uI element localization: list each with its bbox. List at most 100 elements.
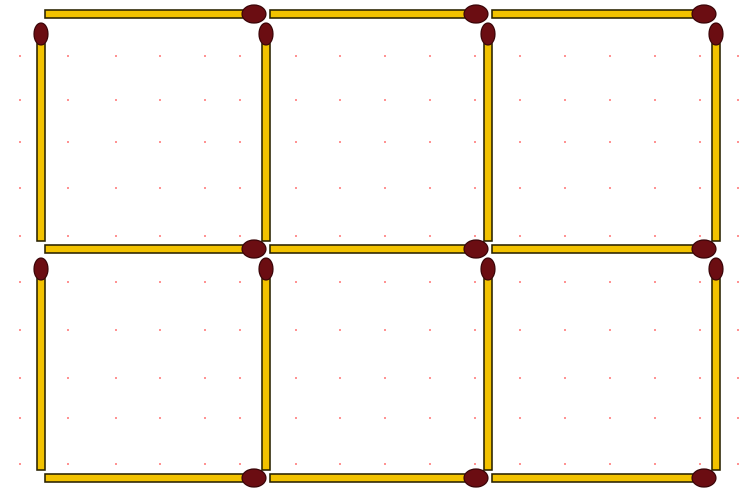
match-head xyxy=(242,5,266,23)
guide-dot xyxy=(474,187,476,189)
guide-dot xyxy=(429,281,431,283)
guide-dot xyxy=(609,377,611,379)
guide-dot xyxy=(564,141,566,143)
guide-dot xyxy=(239,463,241,465)
guide-dot xyxy=(699,55,701,57)
guide-dot xyxy=(564,55,566,57)
guide-dot xyxy=(295,141,297,143)
guide-dot xyxy=(295,281,297,283)
guide-dot xyxy=(115,377,117,379)
guide-dot xyxy=(295,417,297,419)
match-head xyxy=(692,469,716,487)
guide-dot xyxy=(339,281,341,283)
match-head xyxy=(481,23,495,45)
guide-dot xyxy=(295,329,297,331)
guide-dot xyxy=(519,55,521,57)
guide-dot xyxy=(115,329,117,331)
guide-dot xyxy=(699,281,701,283)
guide-dot xyxy=(737,329,739,331)
guide-dot xyxy=(429,141,431,143)
guide-dot xyxy=(67,99,69,101)
match-head xyxy=(481,258,495,280)
guide-dot xyxy=(737,417,739,419)
guide-dot xyxy=(204,235,206,237)
guide-dot xyxy=(609,55,611,57)
guide-dot xyxy=(474,141,476,143)
matchstick-body xyxy=(45,10,256,18)
guide-dot xyxy=(204,417,206,419)
guide-dot xyxy=(239,187,241,189)
guide-dot xyxy=(19,463,21,465)
guide-dot xyxy=(115,187,117,189)
guide-dot xyxy=(339,377,341,379)
guide-dot xyxy=(19,377,21,379)
guide-dot xyxy=(699,187,701,189)
guide-dot xyxy=(19,417,21,419)
guide-dot xyxy=(159,417,161,419)
guide-dot xyxy=(384,417,386,419)
guide-dot xyxy=(474,377,476,379)
guide-dot xyxy=(609,463,611,465)
guide-dot xyxy=(67,329,69,331)
guide-dot xyxy=(519,99,521,101)
guide-dot xyxy=(609,235,611,237)
guide-dot xyxy=(564,463,566,465)
guide-dot xyxy=(339,235,341,237)
guide-dot xyxy=(115,55,117,57)
guide-dot xyxy=(654,329,656,331)
guide-dot xyxy=(429,329,431,331)
guide-dot xyxy=(564,99,566,101)
guide-dot xyxy=(519,235,521,237)
guide-dot xyxy=(295,235,297,237)
matchstick-body xyxy=(484,273,492,470)
guide-dot xyxy=(159,187,161,189)
guide-dot xyxy=(19,55,21,57)
matchstick-body xyxy=(270,245,478,253)
match-head xyxy=(34,23,48,45)
guide-dot xyxy=(339,141,341,143)
guide-dot xyxy=(159,55,161,57)
matchstick-body xyxy=(37,38,45,241)
guide-dot xyxy=(609,281,611,283)
guide-dot xyxy=(737,463,739,465)
guide-dot xyxy=(159,99,161,101)
match-head xyxy=(464,240,488,258)
guide-dot xyxy=(19,187,21,189)
guide-dot xyxy=(159,377,161,379)
guide-dot xyxy=(699,329,701,331)
matchstick-body xyxy=(270,10,478,18)
guide-dot xyxy=(564,281,566,283)
match-head xyxy=(259,23,273,45)
guide-dot xyxy=(204,55,206,57)
guide-dot xyxy=(519,187,521,189)
guide-dot xyxy=(204,99,206,101)
guide-dot xyxy=(564,329,566,331)
guide-dot xyxy=(474,99,476,101)
guide-dot xyxy=(699,463,701,465)
guide-dot xyxy=(115,99,117,101)
guide-dot xyxy=(519,417,521,419)
matchstick-body xyxy=(37,273,45,470)
guide-dot xyxy=(699,417,701,419)
matchstick-body xyxy=(270,474,478,482)
guide-dot xyxy=(429,377,431,379)
guide-dot xyxy=(737,141,739,143)
guide-dot xyxy=(384,329,386,331)
guide-dot xyxy=(115,417,117,419)
matchstick-body xyxy=(492,10,706,18)
guide-dot xyxy=(295,99,297,101)
guide-dot xyxy=(239,99,241,101)
guide-dot xyxy=(429,187,431,189)
guide-dot xyxy=(654,55,656,57)
guide-dot xyxy=(654,235,656,237)
guide-dot xyxy=(204,329,206,331)
guide-dot xyxy=(654,99,656,101)
guide-dot xyxy=(474,417,476,419)
guide-dot xyxy=(339,417,341,419)
guide-dot xyxy=(204,141,206,143)
guide-dot xyxy=(295,463,297,465)
guide-dot xyxy=(295,377,297,379)
guide-dot xyxy=(339,99,341,101)
match-head xyxy=(242,240,266,258)
